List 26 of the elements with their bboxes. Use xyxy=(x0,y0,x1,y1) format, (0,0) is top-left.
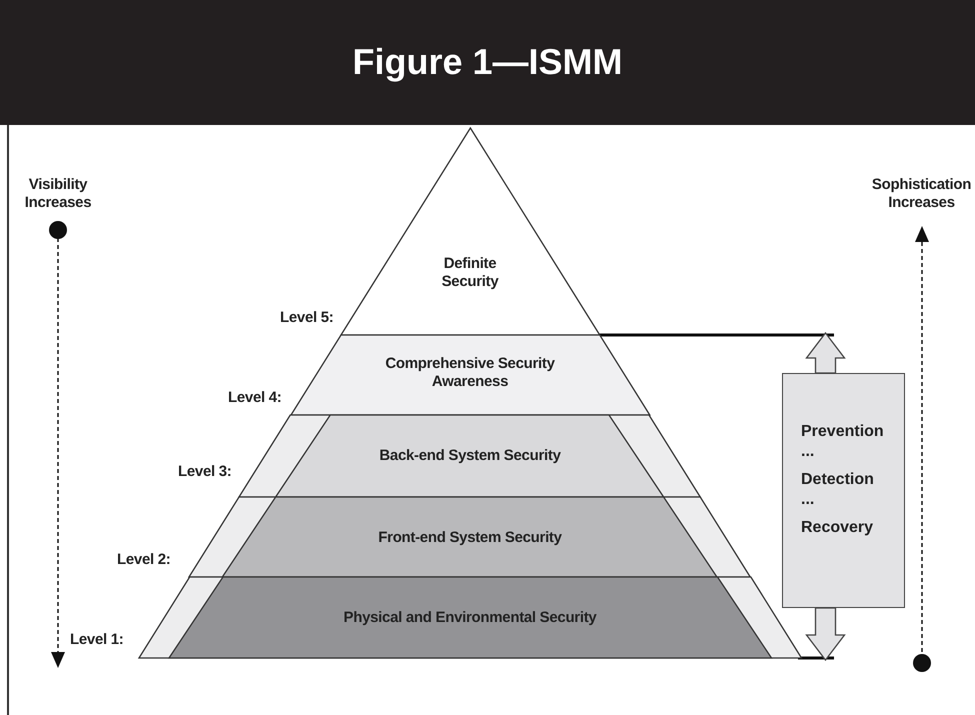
pyramid-band xyxy=(290,335,650,415)
level-label: Level 5: xyxy=(280,309,334,327)
info-box xyxy=(782,373,905,608)
block-arrow xyxy=(805,332,846,374)
level-label: Level 2: xyxy=(117,551,170,569)
box-text: Prevention xyxy=(801,422,884,442)
level-label: Level 3: xyxy=(178,463,232,481)
box-text: Detection xyxy=(801,470,874,490)
axis-label: Visibility Increases xyxy=(24,176,92,212)
level-label: Level 4: xyxy=(228,389,282,407)
band-label: Definite Security xyxy=(440,255,500,291)
band-label: Physical and Environmental Security xyxy=(342,609,598,627)
pyramid-band xyxy=(239,415,701,497)
pyramid-band xyxy=(138,577,802,658)
pyramid-band xyxy=(340,128,600,335)
figure-title: Figure 1—ISMM xyxy=(351,40,624,84)
pyramid-band xyxy=(189,497,751,577)
band-label: Front-end System Security xyxy=(377,529,563,547)
ellipsis-text: ... xyxy=(801,444,814,460)
axis-label: Sophistication Increases xyxy=(870,176,972,212)
band-label: Back-end System Security xyxy=(378,447,562,465)
band-label: Comprehensive Security Awareness xyxy=(384,355,556,391)
ellipsis-text: ... xyxy=(801,492,814,508)
level-label: Level 1: xyxy=(70,631,124,649)
block-arrow xyxy=(805,607,846,662)
box-text: Recovery xyxy=(801,518,874,538)
